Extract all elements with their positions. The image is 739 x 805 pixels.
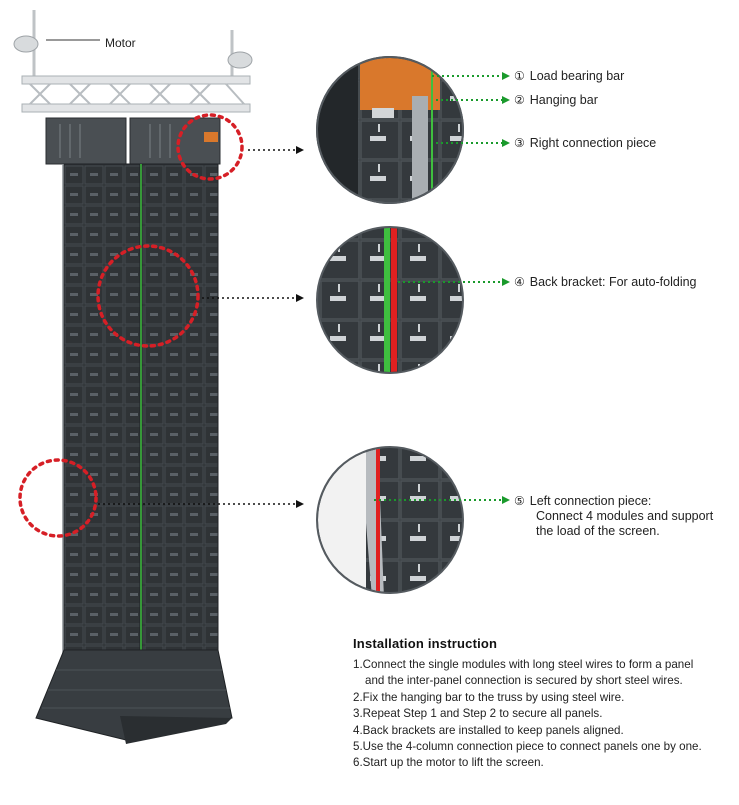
zoom-circle-icon: [316, 226, 464, 374]
callout-number: ④: [514, 275, 525, 289]
highlight-ring: [176, 113, 244, 181]
callout-text: Load bearing bar: [529, 69, 625, 83]
callout-number: ②: [514, 93, 525, 107]
led-panel-icon: [62, 163, 219, 685]
truss-icon: [21, 75, 251, 113]
instruction-step: 6.Start up the motor to lift the screen.: [353, 756, 544, 770]
callout-text: Left connection piece:: [529, 494, 652, 508]
bracket-marker: [204, 132, 218, 142]
callout-left-connection-piece: ⑤ Left connection piece: Connect 4 module…: [514, 494, 713, 539]
instruction-step-cont: and the inter-panel connection is secure…: [365, 674, 683, 688]
callout-number: ①: [514, 69, 525, 83]
instruction-step: 5.Use the 4-column connection piece to c…: [353, 740, 702, 754]
callout-text: Back bracket: For auto-folding: [529, 275, 697, 289]
callout-text: Right connection piece: [529, 136, 657, 150]
callout-hanging-bar: ② Hanging bar: [514, 93, 598, 107]
hanging-box: [45, 117, 127, 165]
callout-back-bracket: ④ Back bracket: For auto-folding: [514, 275, 697, 289]
zoom-circle-icon: [316, 56, 464, 204]
callout-right-connection-piece: ③ Right connection piece: [514, 136, 656, 150]
instruction-step-text: 1.Connect the single modules with long s…: [353, 658, 694, 671]
callout-number: ⑤: [514, 494, 525, 508]
installation-instructions: Installation instruction 1.Connect the s…: [353, 636, 733, 772]
zoom-circle-icon: [316, 446, 464, 594]
instructions-title: Installation instruction: [353, 636, 498, 651]
highlight-ring: [18, 458, 98, 538]
highlight-ring: [96, 244, 200, 348]
instruction-step: 4.Back brackets are installed to keep pa…: [353, 723, 624, 737]
motor-label: Motor: [105, 36, 136, 50]
callout-text-cont: Connect 4 modules and support: [536, 509, 714, 523]
instruction-step: 1.Connect the single modules with long s…: [353, 657, 733, 690]
callout-text-cont: the load of the screen.: [536, 524, 660, 538]
instruction-step: 2.Fix the hanging bar to the truss by us…: [353, 690, 625, 704]
instruction-step: 3.Repeat Step 1 and Step 2 to secure all…: [353, 707, 603, 721]
base-plate: [120, 716, 232, 744]
motor-icon: [13, 10, 100, 78]
callout-text: Hanging bar: [529, 93, 598, 107]
motor-icon: [227, 30, 253, 80]
callout-number: ③: [514, 136, 525, 150]
callout-load-bearing-bar: ① Load bearing bar: [514, 69, 624, 83]
